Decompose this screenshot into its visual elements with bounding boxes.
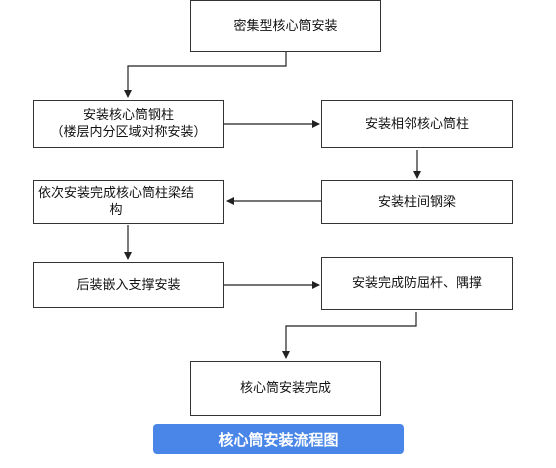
- edge-n1-n2: [124, 52, 287, 98]
- diagram-title: 核心筒安装流程图: [153, 424, 404, 454]
- step-install-core-steel-columns: 安装核心筒钢柱 （楼层内分区域对称安装）: [33, 100, 224, 148]
- step-label-cont: 构: [109, 203, 123, 218]
- step-label: 核心筒安装完成: [239, 381, 331, 396]
- step-install-buckling-rods-corner-braces: 安装完成防屈杆、隅撑: [321, 257, 513, 310]
- step-label: 安装相邻核心筒柱: [364, 116, 469, 132]
- step-label: 安装核心筒钢柱: [82, 108, 174, 123]
- step-label-note: （楼层内分区域对称安装）: [50, 125, 207, 140]
- step-install-adjacent-core-columns: 安装相邻核心筒柱: [321, 100, 513, 148]
- step-label: 安装柱间钢梁: [377, 194, 456, 210]
- edge-n7-n8: [282, 312, 417, 359]
- step-dense-core-tube-install: 密集型核心筒安装: [190, 0, 381, 52]
- step-core-tube-install-complete: 核心筒安装完成: [190, 361, 381, 416]
- step-label: 安装完成防屈杆、隅撑: [351, 276, 482, 291]
- step-label: 后装嵌入支撑安装: [76, 277, 181, 293]
- step-install-inter-column-beams: 安装柱间钢梁: [321, 180, 513, 224]
- step-complete-core-column-beam-structure: 依次安装完成核心筒柱梁结 构: [33, 180, 224, 224]
- step-label: 依次安装完成核心筒柱梁结: [38, 186, 195, 201]
- step-label: 密集型核心筒安装: [233, 18, 338, 34]
- step-install-embedded-bracing: 后装嵌入支撑安装: [33, 262, 224, 308]
